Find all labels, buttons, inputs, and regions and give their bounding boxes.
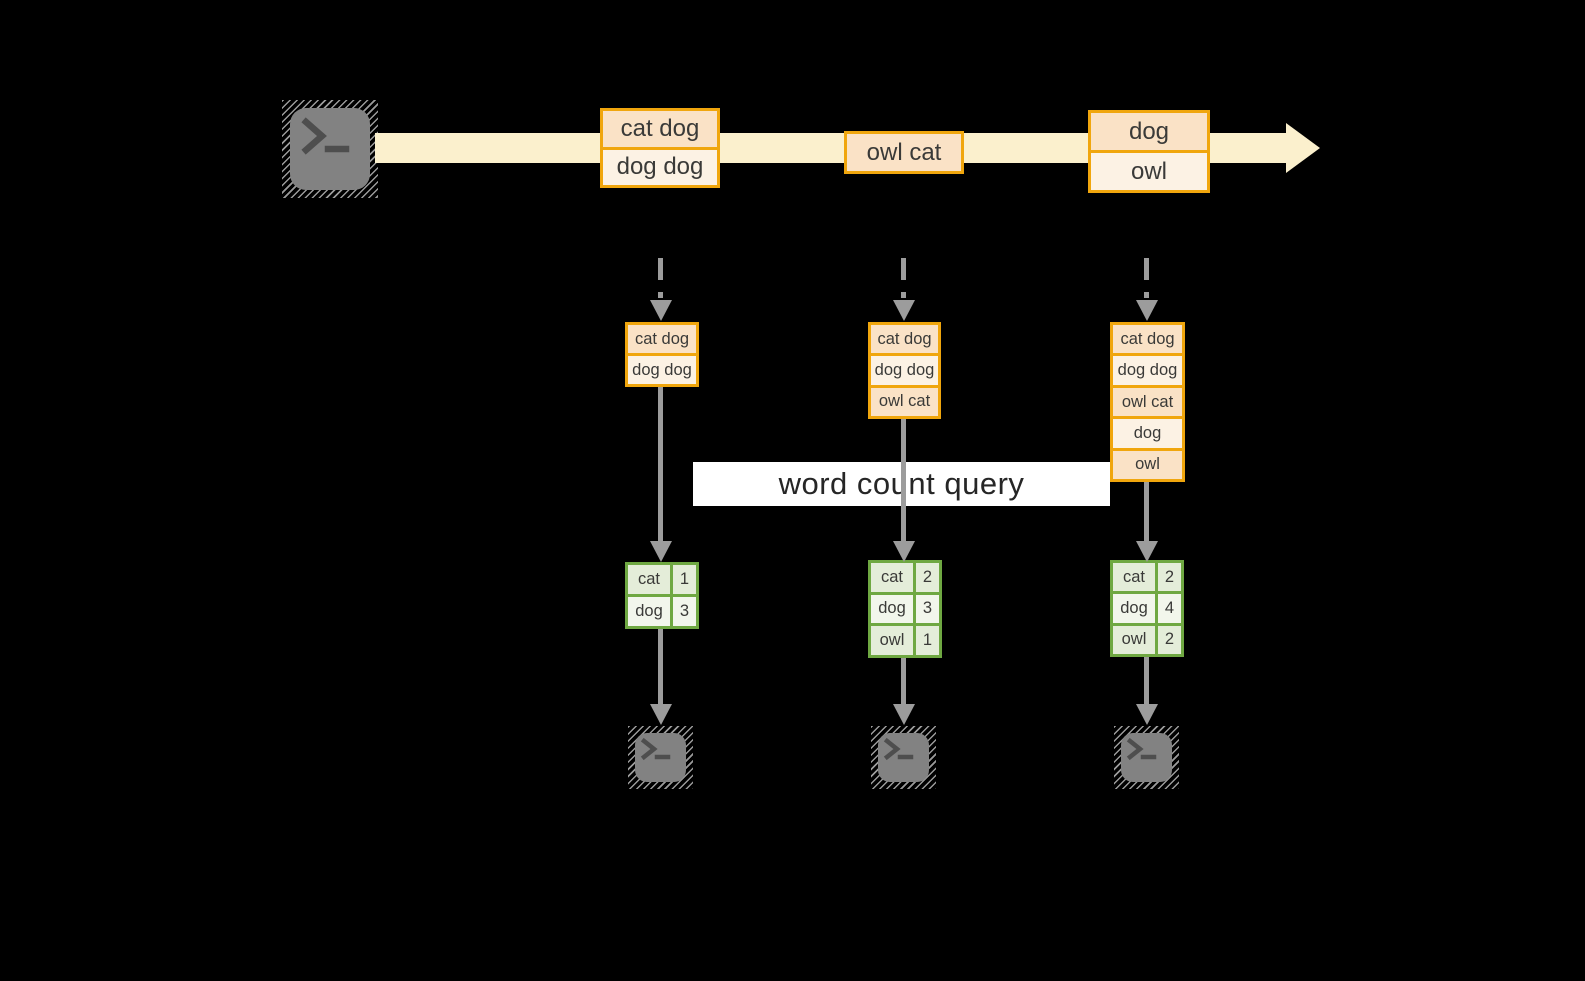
input-row: dog — [1113, 419, 1182, 448]
input-row: cat dog — [871, 325, 938, 354]
word-cell: owl — [1113, 625, 1155, 654]
terminal-prompt-icon — [640, 737, 671, 761]
input-row: dog dog — [628, 356, 696, 384]
input-row: owl — [1113, 450, 1182, 480]
arrow-down-icon — [1136, 541, 1158, 562]
dashed-arrow-line — [1144, 258, 1149, 298]
word-cell: cat — [871, 563, 913, 592]
stream-arrowhead — [1286, 123, 1320, 173]
word-cell: dog — [1113, 594, 1155, 623]
arrow-down-icon — [893, 704, 915, 725]
flow-line — [901, 419, 906, 542]
input-table-1: cat dog dog dog — [625, 322, 699, 387]
count-cell: 2 — [916, 563, 939, 592]
input-table-2: cat dog dog dog owl cat — [868, 322, 941, 419]
output-terminal-icon-3 — [1114, 726, 1179, 789]
flow-line — [658, 629, 663, 705]
arrow-down-icon — [650, 541, 672, 562]
result-table-3: cat 2 dog 4 owl 2 — [1110, 560, 1184, 657]
input-row: cat dog — [628, 325, 696, 353]
arrow-down-icon — [1136, 704, 1158, 725]
count-cell: 2 — [1158, 563, 1181, 592]
input-row: owl cat — [871, 387, 938, 416]
flow-line — [1144, 657, 1149, 705]
dashed-arrow-line — [658, 258, 663, 298]
count-cell: 2 — [1158, 625, 1181, 654]
stream-record: owl — [1091, 153, 1207, 190]
flow-line — [901, 658, 906, 705]
word-cell: dog — [628, 597, 670, 626]
count-cell: 4 — [1158, 594, 1181, 623]
stream-record: dog dog — [603, 149, 717, 185]
arrow-down-icon — [650, 704, 672, 725]
output-terminal-icon-1 — [628, 726, 693, 789]
flow-line — [1144, 482, 1149, 542]
count-cell: 3 — [673, 597, 696, 626]
word-cell: cat — [628, 565, 670, 594]
stream-batch-1: cat dog dog dog — [600, 108, 720, 188]
stream-record: owl cat — [847, 134, 961, 171]
flow-line — [658, 387, 663, 542]
stream-batch-3: dog owl — [1088, 110, 1210, 193]
terminal-prompt-icon — [883, 737, 914, 761]
arrow-down-icon — [893, 300, 915, 321]
word-cell: cat — [1113, 563, 1155, 592]
arrow-down-icon — [893, 541, 915, 562]
input-table-3: cat dog dog dog owl cat dog owl — [1110, 322, 1185, 482]
count-cell: 1 — [916, 626, 939, 655]
output-terminal-icon-2 — [871, 726, 936, 789]
terminal-prompt-icon — [1126, 737, 1157, 761]
count-cell: 1 — [673, 565, 696, 594]
input-row: cat dog — [1113, 325, 1182, 354]
source-terminal-icon — [282, 100, 378, 198]
stream-batch-2: owl cat — [844, 131, 964, 174]
count-cell: 3 — [916, 594, 939, 624]
input-row: dog dog — [1113, 356, 1182, 385]
dashed-arrow-line — [901, 258, 906, 298]
arrow-down-icon — [650, 300, 672, 321]
result-table-2: cat 2 dog 3 owl 1 — [868, 560, 942, 658]
stream-record: cat dog — [603, 111, 717, 147]
arrow-down-icon — [1136, 300, 1158, 321]
word-cell: dog — [871, 594, 913, 624]
input-row: dog dog — [871, 356, 938, 385]
input-row: owl cat — [1113, 387, 1182, 417]
stream-record: dog — [1091, 113, 1207, 150]
terminal-prompt-icon — [301, 117, 350, 155]
word-cell: owl — [871, 626, 913, 655]
result-table-1: cat 1 dog 3 — [625, 562, 699, 629]
